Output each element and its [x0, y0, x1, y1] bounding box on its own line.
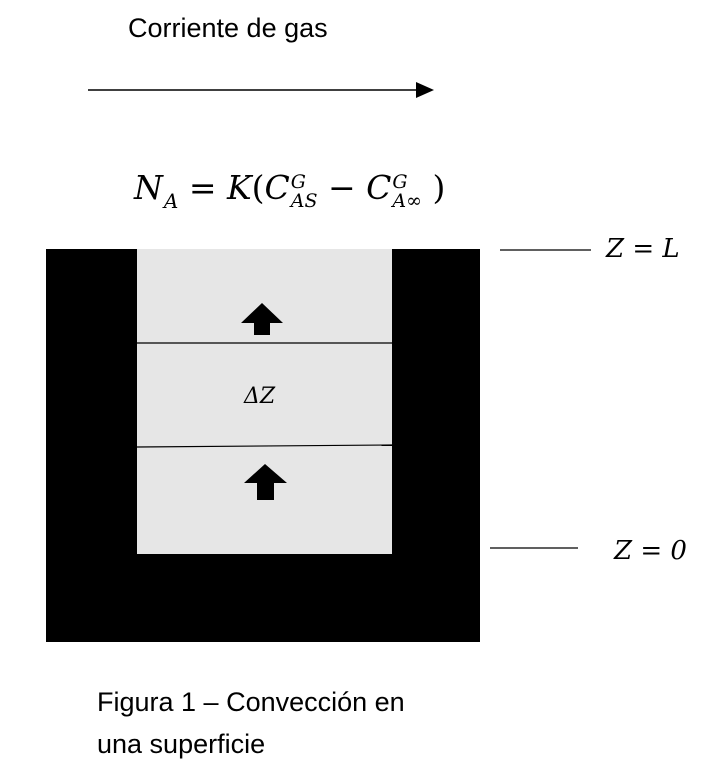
eq-lhs-sub: A: [163, 189, 179, 213]
liquid-column: [137, 249, 392, 554]
figure-caption: Figura 1 – Convección en una superficie: [97, 681, 517, 765]
eq-term2-sub: A∞: [392, 190, 422, 212]
gas-stream-label: Corriente de gas: [128, 13, 328, 43]
eq-equals: =: [188, 168, 217, 207]
flux-arrow-upper-icon: [241, 303, 283, 335]
eq-open-paren: (: [251, 168, 265, 207]
flux-arrow-lower-icon: [244, 464, 287, 500]
element-lower-boundary: [136, 444, 393, 448]
eq-term2: C: [366, 168, 392, 207]
eq-minus: −: [328, 168, 356, 207]
element-label: ΔZ: [244, 384, 276, 409]
eq-term2-sup: G: [392, 171, 408, 193]
eq-coefficient: K: [226, 168, 252, 207]
caption-line-2: una superficie: [97, 729, 266, 759]
level-label-bottom: Z = 0: [614, 536, 687, 566]
eq-term1-sub: AS: [290, 190, 318, 212]
eq-term1-sup: G: [290, 171, 306, 193]
level-label-top: Z = L: [606, 234, 680, 264]
caption-line-1: Figura 1 – Convección en: [97, 687, 405, 717]
gas-flow-arrow-icon: [88, 82, 434, 98]
gas-flow-arrow-head: [416, 82, 434, 98]
eq-close-paren: ): [432, 168, 446, 207]
eq-term1: C: [264, 168, 290, 207]
eq-lhs: N: [134, 168, 163, 207]
